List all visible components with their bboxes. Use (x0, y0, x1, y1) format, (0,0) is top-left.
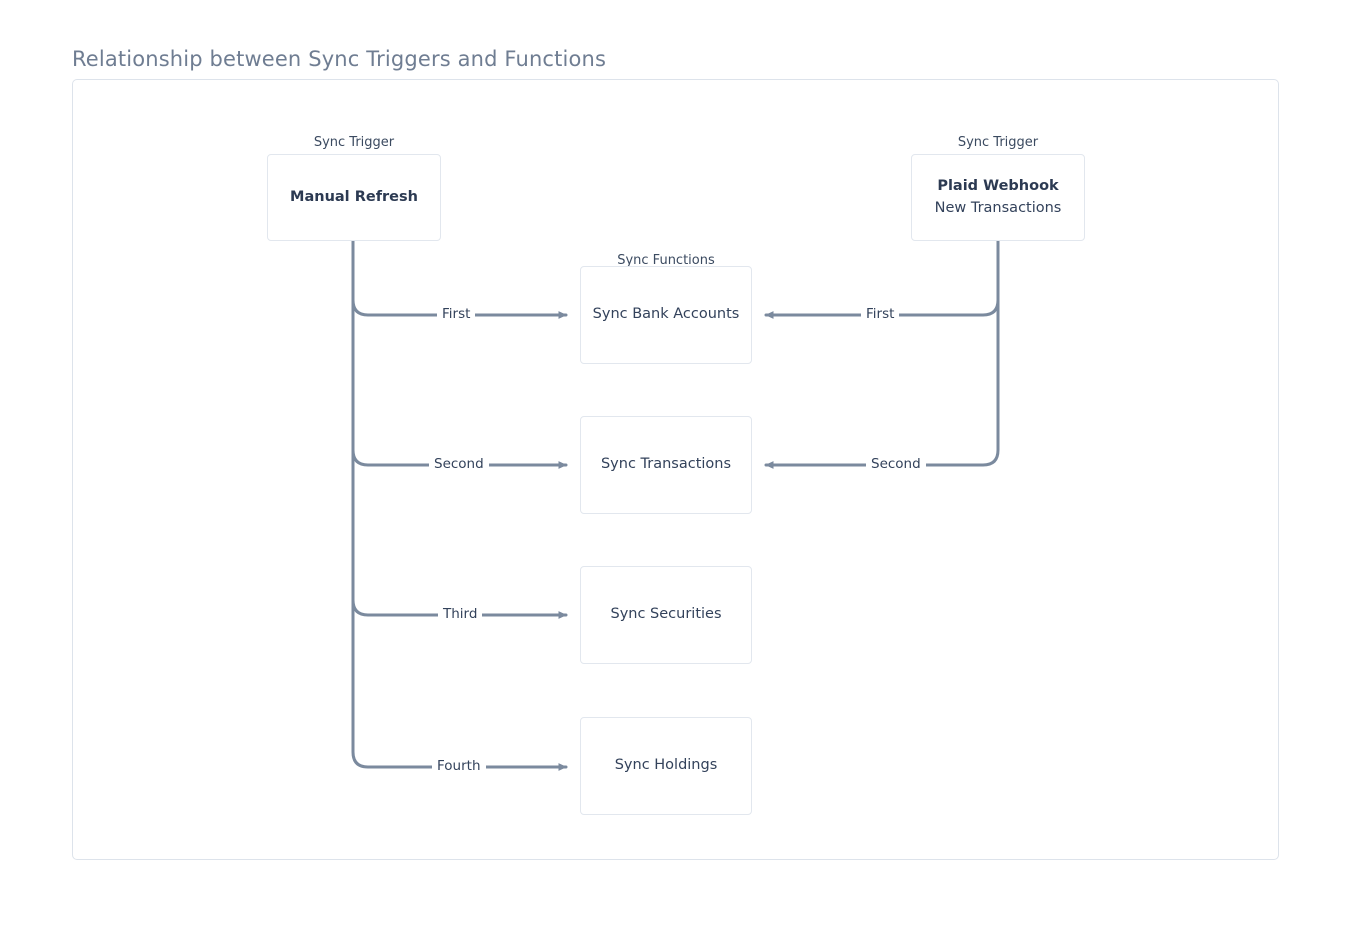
node-sync-holdings[interactable]: Sync Holdings (580, 717, 752, 815)
node-sync-holdings-label: Sync Holdings (614, 757, 718, 774)
node-sync-securities[interactable]: Sync Securities (580, 566, 752, 664)
edge-label-left-first: First (437, 307, 476, 322)
node-sync-bank-accounts[interactable]: Sync Bank Accounts (580, 266, 752, 364)
node-sync-bank-accounts-label: Sync Bank Accounts (592, 306, 740, 323)
edge-label-left-second: Second (429, 457, 489, 472)
node-plaid-webhook-title: Plaid Webhook (937, 178, 1059, 195)
node-manual-refresh[interactable]: Manual Refresh (267, 154, 441, 241)
node-sync-transactions[interactable]: Sync Transactions (580, 416, 752, 514)
group-label-trigger-right: Sync Trigger (957, 135, 1039, 150)
node-sync-transactions-label: Sync Transactions (600, 456, 732, 473)
edge-label-left-fourth: Fourth (432, 759, 486, 774)
node-plaid-webhook-subtitle: New Transactions (934, 199, 1062, 216)
node-manual-refresh-title: Manual Refresh (290, 188, 418, 205)
edge-label-right-first: First (861, 307, 900, 322)
node-sync-securities-label: Sync Securities (610, 606, 722, 623)
group-label-trigger-left: Sync Trigger (313, 135, 395, 150)
node-plaid-webhook[interactable]: Plaid Webhook New Transactions (911, 154, 1085, 241)
group-label-sync-functions: Sync Functions (617, 253, 715, 268)
page-title: Relationship between Sync Triggers and F… (72, 47, 607, 71)
edge-label-left-third: Third (438, 607, 483, 622)
edge-label-right-second: Second (866, 457, 926, 472)
